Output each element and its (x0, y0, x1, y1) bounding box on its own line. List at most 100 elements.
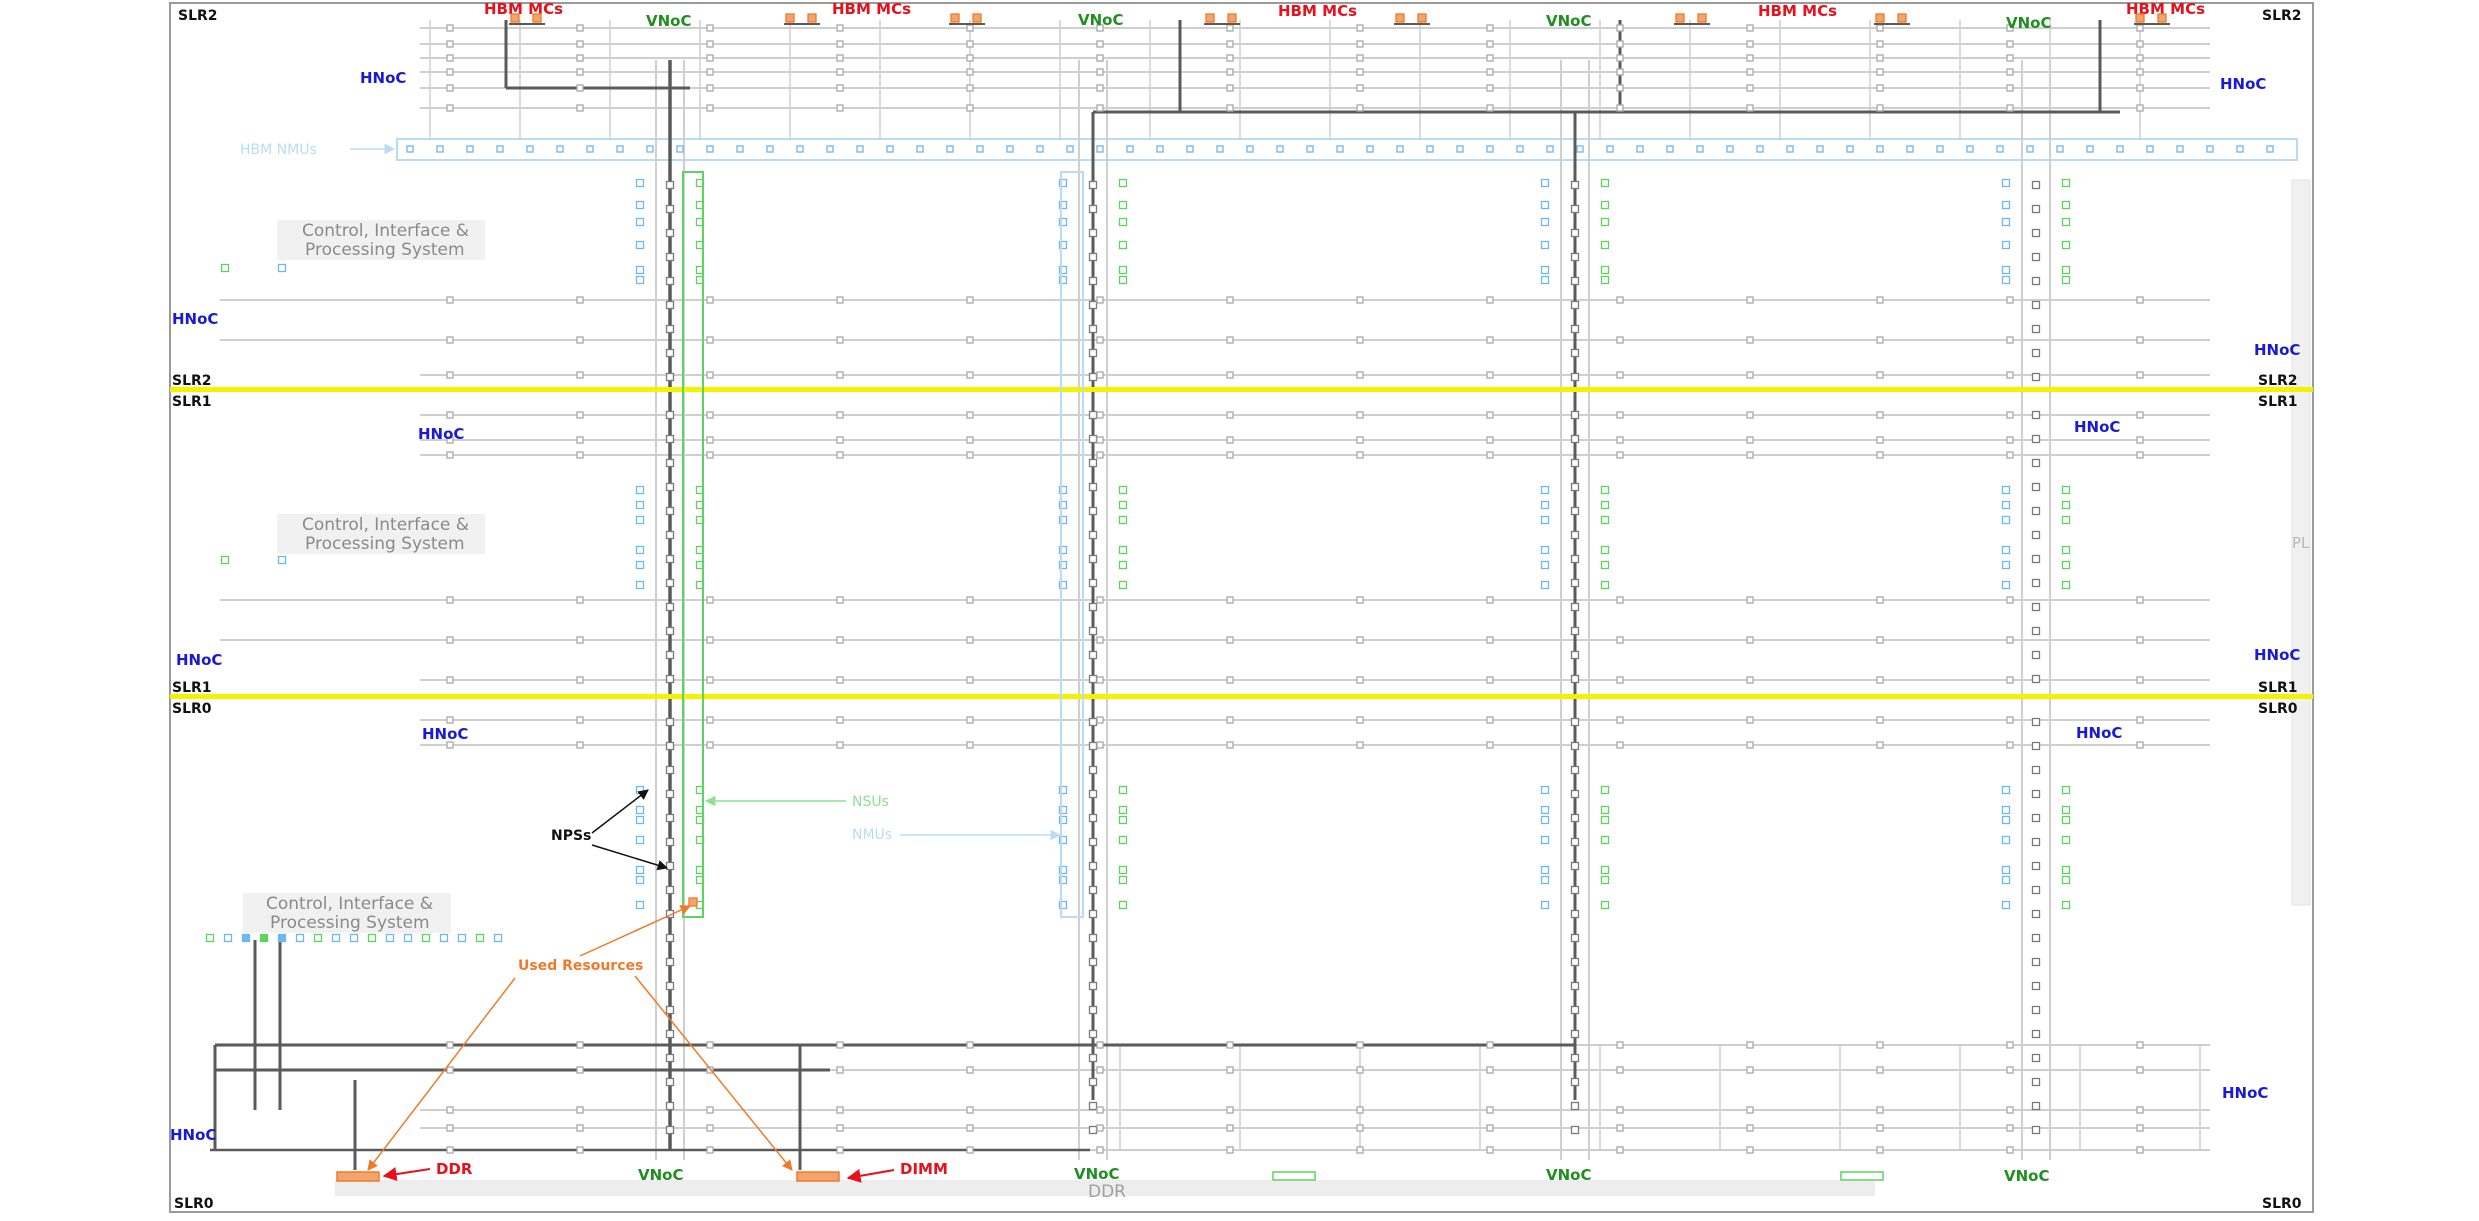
nps-node-3-0-2 (2033, 230, 2040, 237)
nps-node-3-2-17 (2033, 1127, 2040, 1134)
nmu-port-0-0-0 (637, 180, 644, 187)
rail-node-5-1750 (1747, 105, 1753, 111)
rail-node-6-710 (707, 297, 713, 303)
nps-node-3-2-14 (2033, 1055, 2040, 1062)
nps-node-1-1-1 (1090, 436, 1097, 443)
rail-node-21-2010 (2007, 1147, 2013, 1153)
rail-node-10-1880 (1877, 437, 1883, 443)
nps-node-2-0-1 (1572, 206, 1579, 213)
hbm-nmu-port-52 (1967, 146, 1973, 152)
rail-node-12-1490 (1487, 597, 1493, 603)
slr2-label-tl: SLR2 (178, 8, 218, 24)
rail-node-1-1100 (1097, 41, 1103, 47)
hnoc-label-6: HNoC (2074, 418, 2120, 436)
rail-node-3-1230 (1227, 69, 1233, 75)
nps-node-0-2-9 (667, 935, 674, 942)
rail-node-7-1620 (1617, 337, 1623, 343)
rail-node-0-2140 (2137, 25, 2143, 31)
rail-node-17-450 (447, 1042, 453, 1048)
nmu-port-3-1-4 (2003, 562, 2010, 569)
used-resources-callout: Used Resources (518, 958, 643, 974)
nmu-port-0-0-2 (637, 219, 644, 226)
rail-node-12-1620 (1617, 597, 1623, 603)
idle-wires (220, 20, 2210, 1160)
rail-node-6-1880 (1877, 297, 1883, 303)
rail-node-14-1620 (1617, 677, 1623, 683)
rail-node-15-2010 (2007, 717, 2013, 723)
hbm-mc-1-a (786, 14, 794, 22)
rail-node-18-1490 (1487, 1067, 1493, 1073)
rail-node-9-1880 (1877, 412, 1883, 418)
rail-node-12-1360 (1357, 597, 1363, 603)
rail-node-0-710 (707, 25, 713, 31)
nps-node-0-2-15 (667, 1079, 674, 1086)
nps-node-1-0-8 (1090, 374, 1097, 381)
rail-node-17-710 (707, 1042, 713, 1048)
ddr-bar-label: DDR (1088, 1182, 1126, 1202)
rail-node-4-1490 (1487, 85, 1493, 91)
pl-label: PL (2292, 534, 2310, 552)
rail-node-15-580 (577, 717, 583, 723)
rail-node-18-1100 (1097, 1067, 1103, 1073)
nps-node-2-1-3 (1572, 484, 1579, 491)
nmu-port-3-2-1 (2003, 807, 2010, 814)
nps-node-0-1-5 (667, 532, 674, 539)
rail-node-4-450 (447, 85, 453, 91)
rail-node-20-450 (447, 1125, 453, 1131)
rail-node-11-1880 (1877, 452, 1883, 458)
nmu-port-3-1-5 (2003, 582, 2010, 589)
nps-node-2-2-0 (1572, 719, 1579, 726)
rail-node-10-1230 (1227, 437, 1233, 443)
rail-node-3-970 (967, 69, 973, 75)
rail-node-5-2140 (2137, 105, 2143, 111)
rail-node-9-1490 (1487, 412, 1493, 418)
rail-node-18-2140 (2137, 1067, 2143, 1073)
nps-node-2-0-8 (1572, 374, 1579, 381)
nps-node-0-2-11 (667, 983, 674, 990)
rail-node-18-1880 (1877, 1067, 1883, 1073)
nps-node-2-2-4 (1572, 815, 1579, 822)
nsu-port-1-2-2 (1120, 817, 1127, 824)
nsu-port-3-2-6 (2063, 902, 2070, 909)
rail-node-17-1100 (1097, 1042, 1103, 1048)
hbm-nmu-port-24 (1127, 146, 1133, 152)
cips0-port-14 (459, 935, 466, 942)
rail-node-12-970 (967, 597, 973, 603)
rail-node-21-1880 (1877, 1147, 1883, 1153)
nps-node-0-1-1 (667, 436, 674, 443)
nsu-port-3-2-4 (2063, 867, 2070, 874)
nps-node-2-2-6 (1572, 863, 1579, 870)
nps-node-1-2-2 (1090, 767, 1097, 774)
nsu-port-1-0-2 (1120, 219, 1127, 226)
nps-node-2-2-9 (1572, 935, 1579, 942)
rail-node-13-840 (837, 637, 843, 643)
nps-node-3-1-8 (2033, 604, 2040, 611)
rail-node-11-1750 (1747, 452, 1753, 458)
hbm-mc-3-a (1206, 14, 1214, 22)
nps-node-2-2-8 (1572, 911, 1579, 918)
nps-node-2-2-16 (1572, 1103, 1579, 1110)
rail-node-11-840 (837, 452, 843, 458)
rail-node-6-1360 (1357, 297, 1363, 303)
rail-node-16-580 (577, 742, 583, 748)
rail-node-20-1750 (1747, 1125, 1753, 1131)
rail-node-15-1750 (1747, 717, 1753, 723)
rail-node-13-1230 (1227, 637, 1233, 643)
nps-node-1-2-12 (1090, 1007, 1097, 1014)
nsu-port-2-0-4 (1602, 267, 1609, 274)
hbm-nmu-port-60 (2207, 146, 2213, 152)
rail-node-0-1750 (1747, 25, 1753, 31)
hbm-nmu-port-33 (1397, 146, 1403, 152)
rail-node-2-1750 (1747, 55, 1753, 61)
hbm-nmu-port-53 (1997, 146, 2003, 152)
rail-node-10-2140 (2137, 437, 2143, 443)
rail-node-3-1100 (1097, 69, 1103, 75)
nps-node-1-0-1 (1090, 206, 1097, 213)
rail-node-19-1880 (1877, 1107, 1883, 1113)
nps-node-1-1-0 (1090, 412, 1097, 419)
nps-node-1-1-9 (1090, 628, 1097, 635)
rail-node-4-2140 (2137, 85, 2143, 91)
rail-node-13-710 (707, 637, 713, 643)
nmu-port-2-2-2 (1542, 817, 1549, 824)
nps-node-2-1-7 (1572, 580, 1579, 587)
